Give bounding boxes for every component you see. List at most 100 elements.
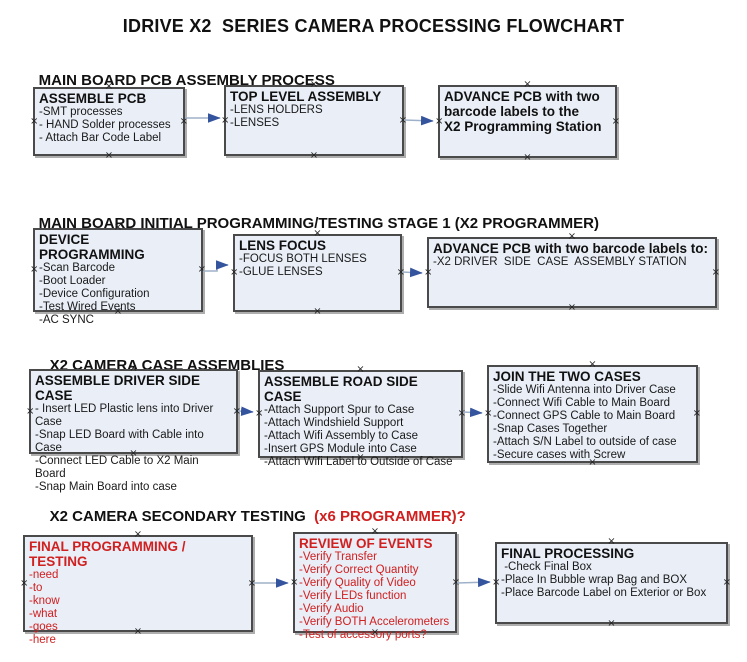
- box-line: -SMT processes: [39, 106, 123, 118]
- connection-handle-icon: ×: [221, 114, 230, 126]
- connection-handle-icon: ×: [197, 264, 206, 275]
- connection-handle-icon: ×: [104, 150, 114, 161]
- box-line: -to: [29, 582, 43, 594]
- connection-handle-icon: ×: [398, 114, 407, 126]
- box-line: -Verify LEDs function: [299, 590, 407, 602]
- box-body: -Verify Transfer-Verify Correct Quantity…: [299, 551, 451, 642]
- box-title: JOIN THE TWO CASES: [493, 369, 641, 384]
- section-heading-text: MAIN BOARD PCB ASSEMBLY PROCESS: [38, 72, 335, 89]
- connection-handle-icon: ×: [290, 576, 299, 588]
- section-heading-text: MAIN BOARD INITIAL PROGRAMMING/TESTING S…: [38, 215, 599, 232]
- box-line: -Place Barcode Label on Exterior or Box: [501, 587, 707, 599]
- box-title: ADVANCE PCB with two barcode labels to:: [433, 241, 709, 256]
- flow-box-assemble-road-side-case: ASSEMBLE ROAD SIDE CASE -Attach Support …: [255, 365, 466, 469]
- connection-handle-icon: ×: [692, 408, 701, 419]
- box-body: -Scan Barcode-Boot Loader-Device Configu…: [39, 262, 197, 327]
- box-title: ADVANCE PCB with two barcode labels to t…: [444, 89, 602, 134]
- box-line: -Place In Bubble wrap Bag and BOX: [501, 574, 688, 586]
- connection-handle-icon: ×: [30, 115, 39, 127]
- box-line: -know: [29, 595, 60, 607]
- connector-arrow-3: [203, 260, 229, 272]
- connection-handle-icon: ×: [26, 405, 35, 417]
- box-title: REVIEW OF EVENTS: [299, 536, 433, 551]
- flow-box-final-processing: FINAL PROCESSING -Check Final Box-Place …: [492, 537, 731, 629]
- box-line: -Boot Loader: [39, 275, 106, 287]
- box-line: -Attach Windshield Support: [264, 417, 404, 429]
- connection-handle-icon: ×: [424, 266, 433, 278]
- connection-handle-icon: ×: [484, 408, 493, 419]
- connection-handle-icon: ×: [179, 115, 188, 127]
- connection-handle-icon: ×: [492, 577, 501, 588]
- box-line: -Connect GPS Cable to Main Board: [493, 410, 676, 422]
- flow-box-advance-pcb-driver-side-station: ADVANCE PCB with two barcode labels to: …: [424, 232, 720, 313]
- box-title: ASSEMBLE ROAD SIDE CASE: [264, 374, 418, 404]
- connection-handle-icon: ×: [247, 577, 256, 589]
- box-body: -Check Final Box-Place In Bubble wrap Ba…: [501, 561, 722, 600]
- box-line: -LENSES: [230, 117, 280, 129]
- box-line: -Attach Wifi Label to Outside of Case: [264, 456, 453, 468]
- box-line: -here: [29, 634, 56, 646]
- box-line: -Verify Quality of Video: [299, 577, 416, 589]
- box-body: -need-to-know-what-goes-here: [29, 569, 247, 647]
- box-body: -FOCUS BOTH LENSES-GLUE LENSES: [239, 253, 396, 279]
- connection-handle-icon: ×: [607, 536, 616, 547]
- flow-box-device-programming: DEVICE PROGRAMMING -Scan Barcode-Boot Lo…: [30, 223, 206, 327]
- box-title: ASSEMBLE PCB: [39, 91, 147, 106]
- flow-box-lens-focus: LENS FOCUS -FOCUS BOTH LENSES-GLUE LENSE…: [230, 229, 405, 317]
- connection-handle-icon: ×: [356, 364, 365, 375]
- box-body: -SMT processes- HAND Solder processes- A…: [39, 106, 179, 145]
- box-title: LENS FOCUS: [239, 238, 327, 253]
- connector-arrow-4: [401, 267, 423, 278]
- connection-handle-icon: ×: [396, 267, 405, 278]
- flow-box-review-of-events: REVIEW OF EVENTS -Verify Transfer-Verify…: [290, 527, 460, 642]
- box-line: -Attach Support Spur to Case: [264, 404, 415, 416]
- connection-handle-icon: ×: [230, 267, 239, 278]
- box-line: -FOCUS BOTH LENSES: [239, 253, 367, 265]
- connection-handle-icon: ×: [435, 115, 444, 127]
- box-line: -Connect Wifi Cable to Main Board: [493, 397, 671, 409]
- box-line: -Verify Correct Quantity: [299, 564, 419, 576]
- box-line: -goes: [29, 621, 58, 633]
- connection-handle-icon: ×: [309, 150, 319, 161]
- flow-box-advance-pcb-programming-station: ADVANCE PCB with two barcode labels to t…: [435, 80, 620, 163]
- box-line: -Check Final Box: [501, 561, 592, 573]
- flow-box-final-programming-testing: FINAL PROGRAMMING / TESTING -need-to-kno…: [20, 530, 256, 647]
- box-line: -LENS HOLDERS: [230, 104, 323, 116]
- connection-handle-icon: ×: [607, 618, 616, 629]
- flow-box-top-level-assembly: TOP LEVEL ASSEMBLY -LENS HOLDERS-LENSES …: [221, 80, 407, 161]
- box-line: -X2 DRIVER SIDE CASE ASSEMBLY STATION: [433, 256, 687, 268]
- section-heading-red-suffix: (x6 PROGRAMMER)?: [305, 508, 466, 525]
- connection-handle-icon: ×: [30, 264, 39, 275]
- box-line: -Snap Main Board into case: [35, 481, 177, 493]
- section-heading-text: X2 CAMERA SECONDARY TESTING: [49, 508, 306, 525]
- connection-handle-icon: ×: [523, 79, 532, 90]
- flow-box-assemble-pcb: ASSEMBLE PCB -SMT processes- HAND Solder…: [30, 82, 188, 161]
- box-title: TOP LEVEL ASSEMBLY: [230, 89, 382, 104]
- box-line: -Slide Wifi Antenna into Driver Case: [493, 384, 676, 396]
- section-heading-initial-programming: MAIN BOARD INITIAL PROGRAMMING/TESTING S…: [22, 198, 599, 249]
- box-line: -Test of accessory ports?: [299, 629, 427, 641]
- box-title: FINAL PROCESSING: [501, 546, 635, 561]
- box-line: -Attach S/N Label to outside of case: [493, 436, 677, 448]
- box-title: ASSEMBLE DRIVER SIDE CASE: [35, 373, 201, 403]
- connection-handle-icon: ×: [711, 266, 720, 278]
- box-line: -need: [29, 569, 59, 581]
- box-body: -X2 DRIVER SIDE CASE ASSEMBLY STATION: [433, 256, 711, 269]
- box-body: - Insert LED Plastic lens into Driver Ca…: [35, 403, 232, 494]
- flow-box-assemble-driver-side-case: ASSEMBLE DRIVER SIDE CASE - Insert LED P…: [26, 364, 241, 494]
- box-line: -Verify Transfer: [299, 551, 377, 563]
- page-title: IDRIVE X2 SERIES CAMERA PROCESSING FLOWC…: [122, 16, 625, 36]
- connection-handle-icon: ×: [313, 306, 322, 317]
- connector-arrow-5: [237, 406, 254, 416]
- box-line: - Insert LED Plastic lens into Driver Ca…: [35, 403, 217, 428]
- box-line: -GLUE LENSES: [239, 266, 323, 278]
- connection-handle-icon: ×: [255, 408, 264, 419]
- section-heading-secondary-testing: X2 CAMERA SECONDARY TESTING (x6 PROGRAMM…: [33, 491, 466, 542]
- box-line: -Secure cases with Screw: [493, 449, 626, 461]
- box-title: FINAL PROGRAMMING / TESTING: [29, 539, 186, 569]
- connection-handle-icon: ×: [611, 115, 620, 127]
- connector-arrow-6: [462, 407, 483, 418]
- box-line: -Test Wired Events: [39, 301, 136, 313]
- box-line: -Connect LED Cable to X2 Main Board: [35, 455, 202, 480]
